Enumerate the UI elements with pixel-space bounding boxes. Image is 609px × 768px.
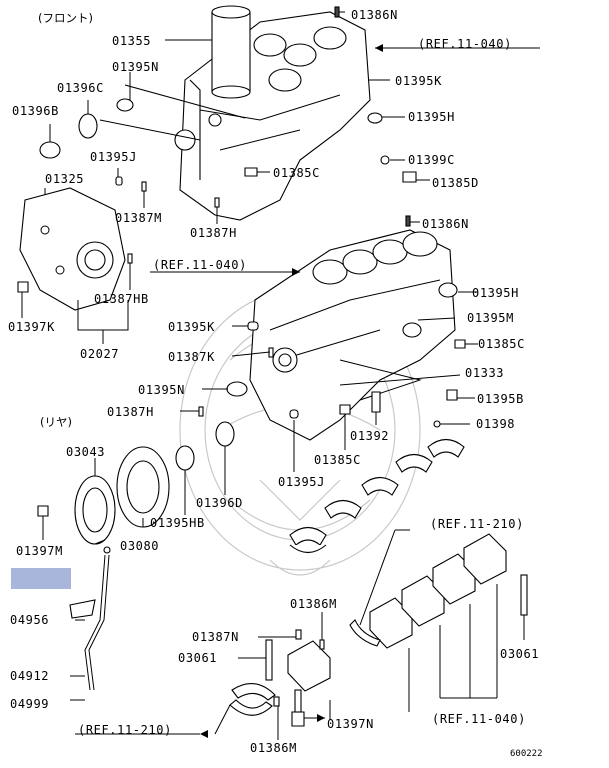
small-fasteners <box>17 6 528 727</box>
label-01396D: 01396D <box>196 496 243 510</box>
highlight-box <box>11 568 71 589</box>
label-01395K-a: 01395K <box>395 74 442 88</box>
part-labels: 01386N 01355 (REF.11-040) 01395N 01395K … <box>8 8 543 759</box>
oil-level-gauge <box>11 546 111 691</box>
label-01399C: 01399C <box>408 153 455 167</box>
label-01387N: 01387N <box>192 630 239 644</box>
label-01395HB: 01395HB <box>150 516 205 530</box>
label-01395K-b: 01395K <box>168 320 215 334</box>
label-01386N-b: 01386N <box>422 217 469 231</box>
label-01386M-a: 01386M <box>290 597 337 611</box>
label-01397N: 01397N <box>327 717 374 731</box>
label-01386M-b: 01386M <box>250 741 297 755</box>
cylinder-sleeve <box>211 5 251 99</box>
label-01386N-a: 01386N <box>351 8 398 22</box>
arrows <box>200 44 383 738</box>
label-01333: 01333 <box>465 366 504 380</box>
lower-cylinder-block <box>249 229 456 441</box>
rear-header: (リヤ) <box>40 415 72 429</box>
label-01355: 01355 <box>112 34 151 48</box>
ref-11-040-top: (REF.11-040) <box>418 37 512 51</box>
label-04912: 04912 <box>10 669 49 683</box>
label-01398: 01398 <box>476 417 515 431</box>
label-01396B: 01396B <box>12 104 59 118</box>
diagram-id: 600222 <box>510 749 543 759</box>
crankshaft-bearings <box>289 438 465 554</box>
upper-cylinder-block <box>174 11 371 221</box>
label-01395J-b: 01395J <box>278 475 325 489</box>
ref-11-040-mid: (REF.11-040) <box>153 258 247 272</box>
label-01385C-a: 01385C <box>273 166 320 180</box>
bearing-caps <box>287 533 507 692</box>
label-01387HB: 01387HB <box>94 292 149 306</box>
label-01387H-b: 01387H <box>107 405 154 419</box>
label-01395H-a: 01395H <box>408 110 455 124</box>
label-01392: 01392 <box>350 429 389 443</box>
label-01385C-c: 01385C <box>314 453 361 467</box>
label-01395J-a: 01395J <box>90 150 137 164</box>
ref-11-210-a: (REF.11-210) <box>430 517 524 531</box>
label-04999: 04999 <box>10 697 49 711</box>
label-01387K: 01387K <box>168 350 215 364</box>
rear-oil-seal-case <box>74 446 170 545</box>
label-01385C-b: 01385C <box>478 337 525 351</box>
label-03061-b: 03061 <box>500 647 539 661</box>
label-01395B: 01395B <box>477 392 524 406</box>
label-03061-a: 03061 <box>178 651 217 665</box>
ref-11-040-bottom: (REF.11-040) <box>432 712 526 726</box>
front-header: (フロント) <box>38 11 93 25</box>
label-01396C: 01396C <box>57 81 104 95</box>
label-01395N-b: 01395N <box>138 383 185 397</box>
label-01397K: 01397K <box>8 320 55 334</box>
label-04956: 04956 <box>10 613 49 627</box>
label-01395N-a: 01395N <box>112 60 159 74</box>
ref-11-210-b: (REF.11-210) <box>78 723 172 737</box>
label-01387H-a: 01387H <box>190 226 237 240</box>
label-02027: 02027 <box>80 347 119 361</box>
leader-lines <box>21 11 540 740</box>
label-01395M: 01395M <box>467 311 514 325</box>
label-01387M: 01387M <box>115 211 162 225</box>
thrust-washers <box>229 619 381 716</box>
label-03043: 03043 <box>66 445 105 459</box>
o-rings <box>39 98 458 471</box>
label-01385D: 01385D <box>432 176 479 190</box>
label-01325: 01325 <box>45 172 84 186</box>
front-cover <box>19 187 126 311</box>
label-01397M: 01397M <box>16 544 63 558</box>
label-03080: 03080 <box>120 539 159 553</box>
label-01395H-b: 01395H <box>472 286 519 300</box>
